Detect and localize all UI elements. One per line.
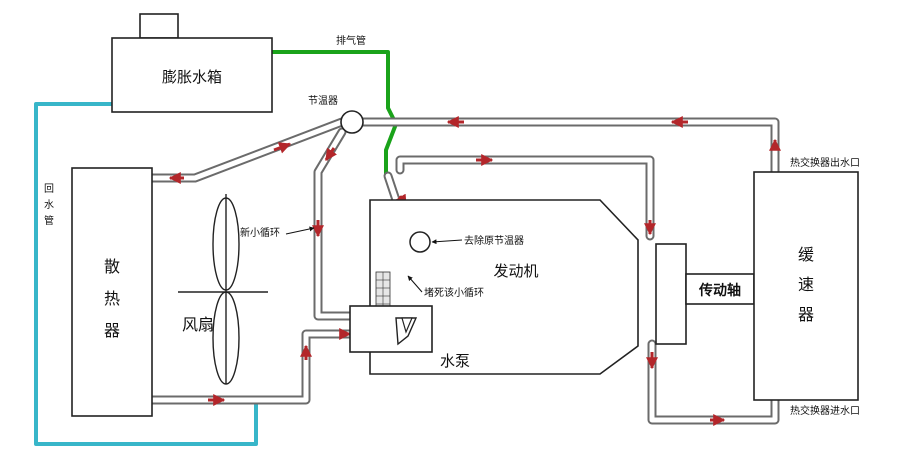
exhaust-pipe-label: 排气管 (336, 34, 366, 47)
radiator-label-1: 散 (104, 257, 120, 276)
svg-text:管: 管 (44, 214, 54, 227)
flow-arrow (273, 142, 292, 154)
radiator-label-2: 热 (104, 289, 120, 308)
radiator-label-3: 器 (104, 321, 120, 340)
water-pump-label: 水泵 (440, 352, 470, 370)
new-small-loop-callout: 新小循环 (240, 226, 315, 239)
expansion-tank: 膨胀水箱 (111, 13, 273, 113)
hx-inlet-label: 热交换器进水口 (790, 404, 860, 417)
abandoned-small-loop-callout: 堵死该小循环 (407, 275, 484, 299)
new-small-loop-label: 新小循环 (240, 226, 280, 239)
svg-text:回: 回 (44, 183, 54, 195)
return-pipe (34, 102, 258, 446)
gearbox-label-3: 器 (798, 305, 814, 324)
engine: 发动机 (369, 199, 639, 375)
abandoned-small-loop-label: 堵死该小循环 (424, 286, 484, 299)
thermostat: 节温器 (308, 95, 364, 134)
hx-outlet-label: 热交换器出水口 (790, 156, 860, 169)
exhaust-pipe-line (270, 50, 398, 178)
drive-shaft-label: 传动轴 (698, 282, 741, 299)
gearbox-label-2: 速 (798, 275, 814, 294)
drive-shaft: 传动轴 (655, 243, 755, 345)
svg-text:水: 水 (44, 199, 54, 211)
fan: 风扇 (178, 194, 268, 385)
thermostat-label: 节温器 (308, 95, 338, 107)
flow-arrow (324, 147, 337, 161)
radiator: 散 热 器 (71, 167, 153, 417)
removed-thermostat (409, 231, 431, 253)
removed-thermostat-callout: 去除原节温器 (431, 234, 524, 247)
fan-label: 风扇 (182, 315, 214, 334)
expansion-tank-label: 膨胀水箱 (162, 68, 222, 86)
removed-thermostat-label: 去除原节温器 (464, 234, 524, 247)
water-pump: 水泵 (349, 305, 470, 370)
gearbox-label-1: 缓 (798, 245, 814, 264)
engine-label: 发动机 (493, 262, 538, 280)
gearbox: 缓 速 器 (753, 171, 859, 401)
return-pipe-label: 回 水 管 (44, 183, 54, 227)
